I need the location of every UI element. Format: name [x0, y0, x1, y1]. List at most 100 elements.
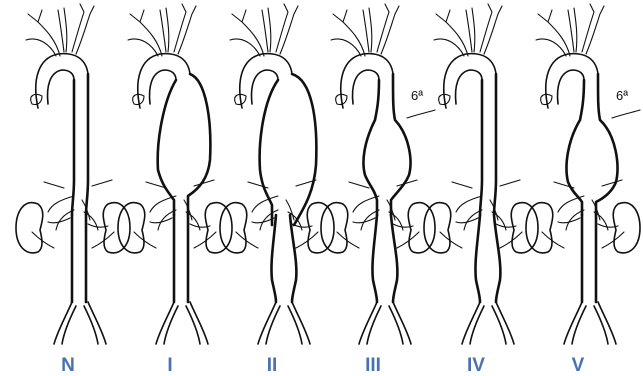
left-kidney — [16, 203, 43, 253]
left-iliac — [564, 302, 586, 344]
abdominal-aorta-left-wall — [475, 215, 480, 302]
right-iliac — [186, 302, 208, 344]
brachiocephalic-branch — [536, 10, 570, 56]
left-iliac — [462, 302, 484, 344]
panel-label-3: II — [267, 355, 278, 376]
diaphragm-line — [452, 180, 520, 188]
descending-aorta-right-wall — [391, 74, 410, 215]
right-kidney — [613, 203, 640, 253]
brachiocephalic-branch — [128, 10, 162, 56]
carotid-branch — [58, 8, 67, 52]
subclavian-branch — [276, 4, 298, 54]
aortic-arch — [36, 54, 88, 108]
left-kidney — [526, 203, 553, 253]
carotid-branch — [568, 8, 577, 52]
subclavian-branch — [72, 4, 94, 54]
subclavian-branch — [174, 4, 196, 54]
left-iliac — [258, 302, 280, 344]
descending-aorta-left-wall — [567, 80, 585, 215]
aortic-arch-inner — [48, 70, 74, 104]
right-kidney — [103, 203, 130, 253]
subclavian-branch — [480, 4, 502, 54]
descending-aorta-right-wall — [494, 74, 496, 215]
descending-aorta-left-wall — [72, 80, 74, 215]
right-ureter — [296, 232, 318, 248]
right-iliac — [492, 302, 514, 344]
brachiocephalic-branch — [434, 10, 468, 56]
descending-aorta-right-wall — [188, 74, 210, 215]
right-iliac — [594, 302, 616, 344]
aortic-arch — [444, 54, 496, 108]
diaphragm-line — [248, 180, 316, 188]
subclavian-branch — [377, 4, 399, 54]
left-ureter — [134, 232, 156, 248]
left-ureter — [32, 232, 54, 248]
right-ureter — [397, 232, 419, 248]
right-ureter — [194, 232, 216, 248]
sixth-rib-label: 6ª — [616, 88, 628, 103]
right-iliac — [288, 302, 310, 344]
brachiocephalic-branch — [331, 10, 365, 56]
panel-label-2: I — [167, 355, 172, 376]
left-iliac — [54, 302, 76, 344]
descending-aorta-left-wall — [480, 80, 482, 215]
left-ureter — [337, 232, 359, 248]
right-iliac — [389, 302, 411, 344]
right-ureter — [500, 232, 522, 248]
panel-label-4: III — [365, 355, 381, 376]
sixth-rib-line — [612, 110, 640, 118]
right-ureter — [92, 232, 114, 248]
descending-aorta-right-wall — [596, 74, 617, 215]
right-kidney — [408, 203, 435, 253]
aorta-panel-2: I — [118, 4, 232, 376]
descending-aorta-left-wall — [260, 80, 278, 225]
descending-aorta-right-wall — [86, 74, 88, 215]
abdominal-aorta-left-wall — [372, 215, 377, 302]
left-ureter — [542, 232, 564, 248]
aortic-arch — [240, 54, 292, 108]
aortic-arch — [138, 54, 190, 108]
aortic-arch-inner — [456, 70, 482, 104]
right-iliac — [84, 302, 106, 344]
descending-aorta-left-wall — [158, 80, 176, 215]
aorta-panel-6: 6ªV — [526, 4, 640, 376]
diaphragm-line — [44, 180, 112, 188]
carotid-branch — [363, 8, 372, 52]
descending-aorta-left-wall — [363, 80, 379, 215]
panel-label-5: IV — [467, 355, 485, 376]
left-kidney — [220, 203, 247, 253]
aorta-panel-3: II — [220, 4, 334, 376]
descending-aorta-right-wall — [292, 74, 316, 225]
carotid-branch — [466, 8, 475, 52]
abdominal-aorta-right-wall — [494, 215, 500, 302]
right-kidney — [205, 203, 232, 253]
carotid-branch — [160, 8, 169, 52]
sixth-rib-line — [407, 110, 435, 118]
left-kidney — [118, 203, 145, 253]
left-ureter — [236, 232, 258, 248]
panel-label-6: V — [572, 355, 585, 376]
aortic-arch-inner — [558, 70, 584, 104]
aortic-arch-inner — [353, 70, 379, 104]
right-kidney — [511, 203, 538, 253]
aortic-arch — [546, 54, 598, 108]
panel-label-1: N — [61, 355, 75, 376]
left-iliac — [156, 302, 178, 344]
aorta-panel-5: IV — [424, 4, 538, 376]
aortic-arch — [341, 54, 393, 108]
sixth-rib-label: 6ª — [411, 88, 423, 103]
aorta-panel-1: N — [16, 4, 130, 376]
abdominal-aorta-right-wall — [290, 215, 296, 302]
left-iliac — [359, 302, 381, 344]
carotid-branch — [262, 8, 271, 52]
right-ureter — [602, 232, 624, 248]
subclavian-branch — [582, 4, 604, 54]
left-ureter — [440, 232, 462, 248]
brachiocephalic-branch — [26, 10, 60, 56]
abdominal-aorta-right-wall — [391, 215, 397, 302]
abdominal-aorta-left-wall — [271, 215, 276, 302]
brachiocephalic-branch — [230, 10, 264, 56]
diaphragm-line — [554, 180, 622, 188]
